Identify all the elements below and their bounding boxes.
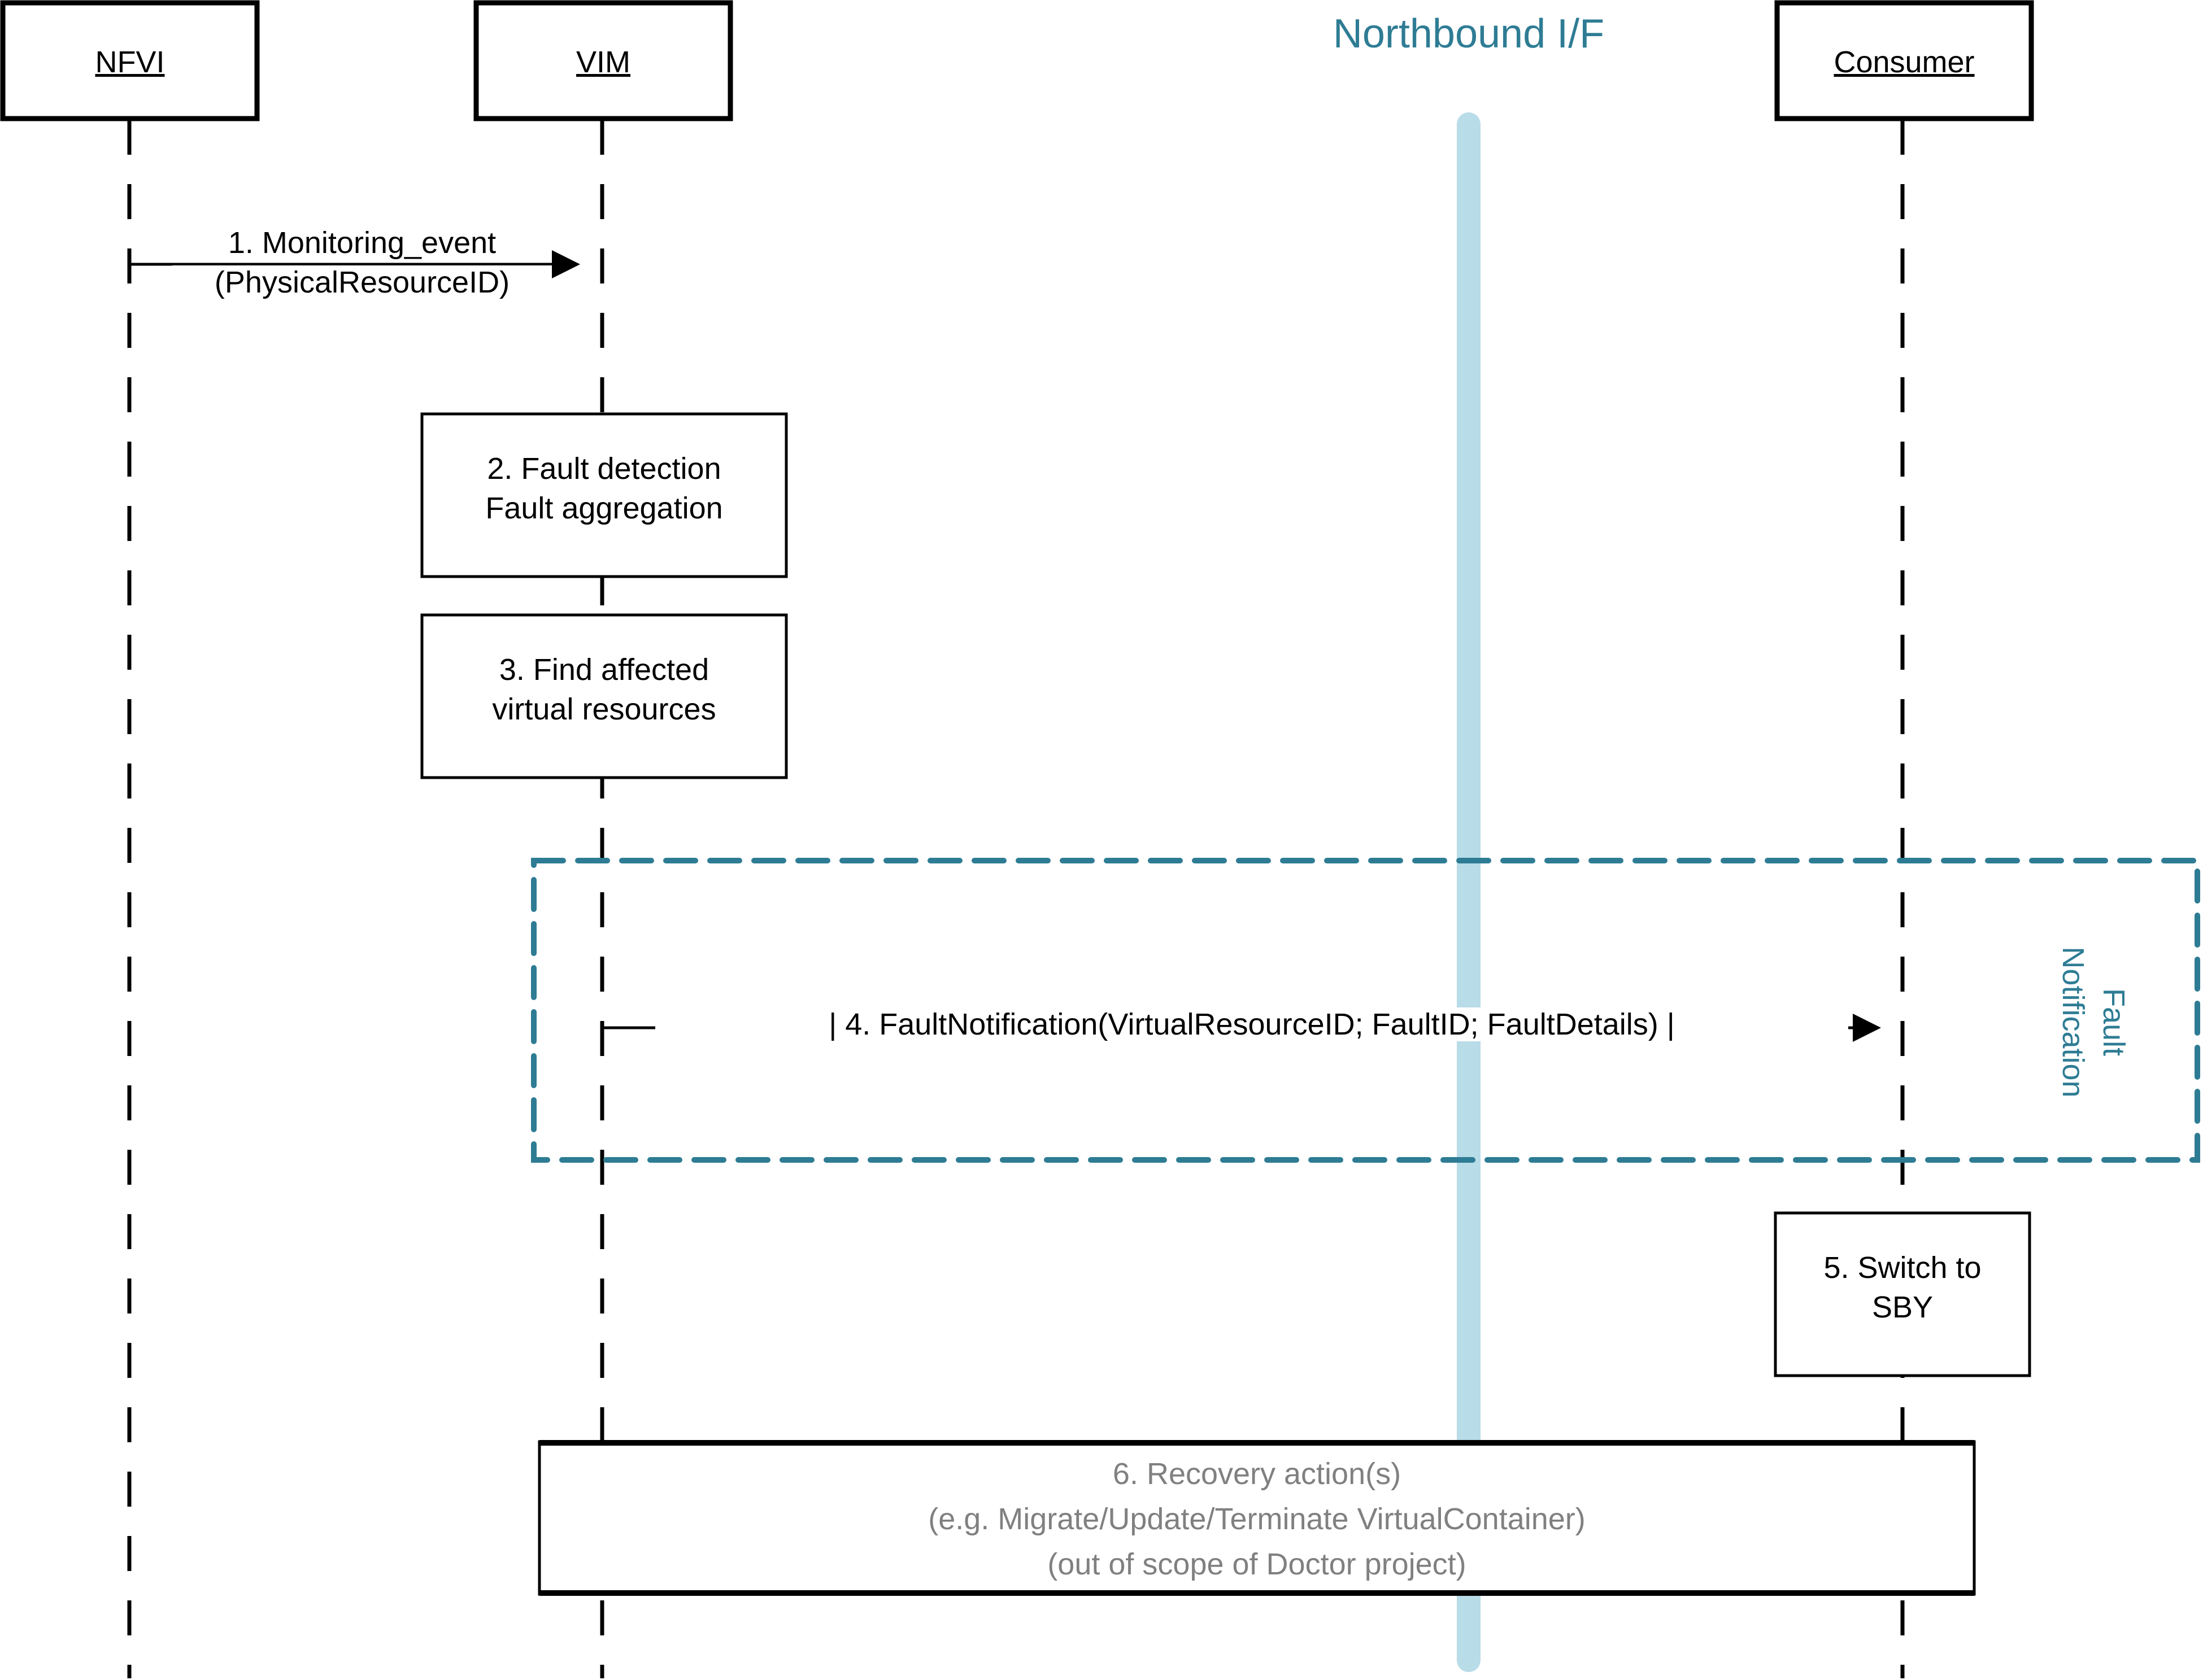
fragment-fault-notification (531, 858, 2200, 1163)
participant-box-vim (473, 0, 733, 121)
recovery-action-box (538, 1440, 1976, 1596)
recovery-box-line1: 6. Recovery action(s) (1112, 1457, 1401, 1491)
participant-box-nfvi (0, 0, 260, 121)
activity-box-5-line2: SBY (1871, 1290, 1934, 1324)
message-1-label-line2: (PhysicalResourceID) (172, 265, 552, 300)
fragment-label-fault: Fault (2097, 988, 2131, 1057)
activity-box-2-line2: Fault aggregation (485, 491, 723, 525)
activity-box-3-line2: virtual resources (492, 692, 716, 726)
northbound-interface-title: Northbound I/F (1333, 11, 1605, 56)
participant-label-consumer: Consumer (1834, 45, 1975, 79)
activity-box-2 (420, 412, 788, 578)
participant-box-consumer (1774, 0, 2034, 121)
activity-box-5-line1: 5. Switch to (1823, 1251, 1982, 1285)
message-1-label-line1: 1. Monitoring_event (172, 226, 552, 260)
activity-box-3-line1: 3. Find affected (499, 653, 709, 687)
recovery-box-line3: (out of scope of Doctor project) (1047, 1547, 1466, 1581)
participant-label-nfvi: NFVI (95, 45, 165, 79)
activity-box-5 (1774, 1211, 2031, 1377)
activity-box-3 (420, 613, 788, 779)
fragment-label-notification: Notification (2056, 946, 2090, 1098)
activity-box-2-line1: 2. Fault detection (487, 452, 721, 486)
message-4-label: | 4. FaultNotification(VirtualResourceID… (655, 1007, 1848, 1042)
participant-label-vim: VIM (576, 45, 630, 79)
recovery-box-line2: (e.g. Migrate/Update/Terminate VirtualCo… (928, 1502, 1586, 1536)
